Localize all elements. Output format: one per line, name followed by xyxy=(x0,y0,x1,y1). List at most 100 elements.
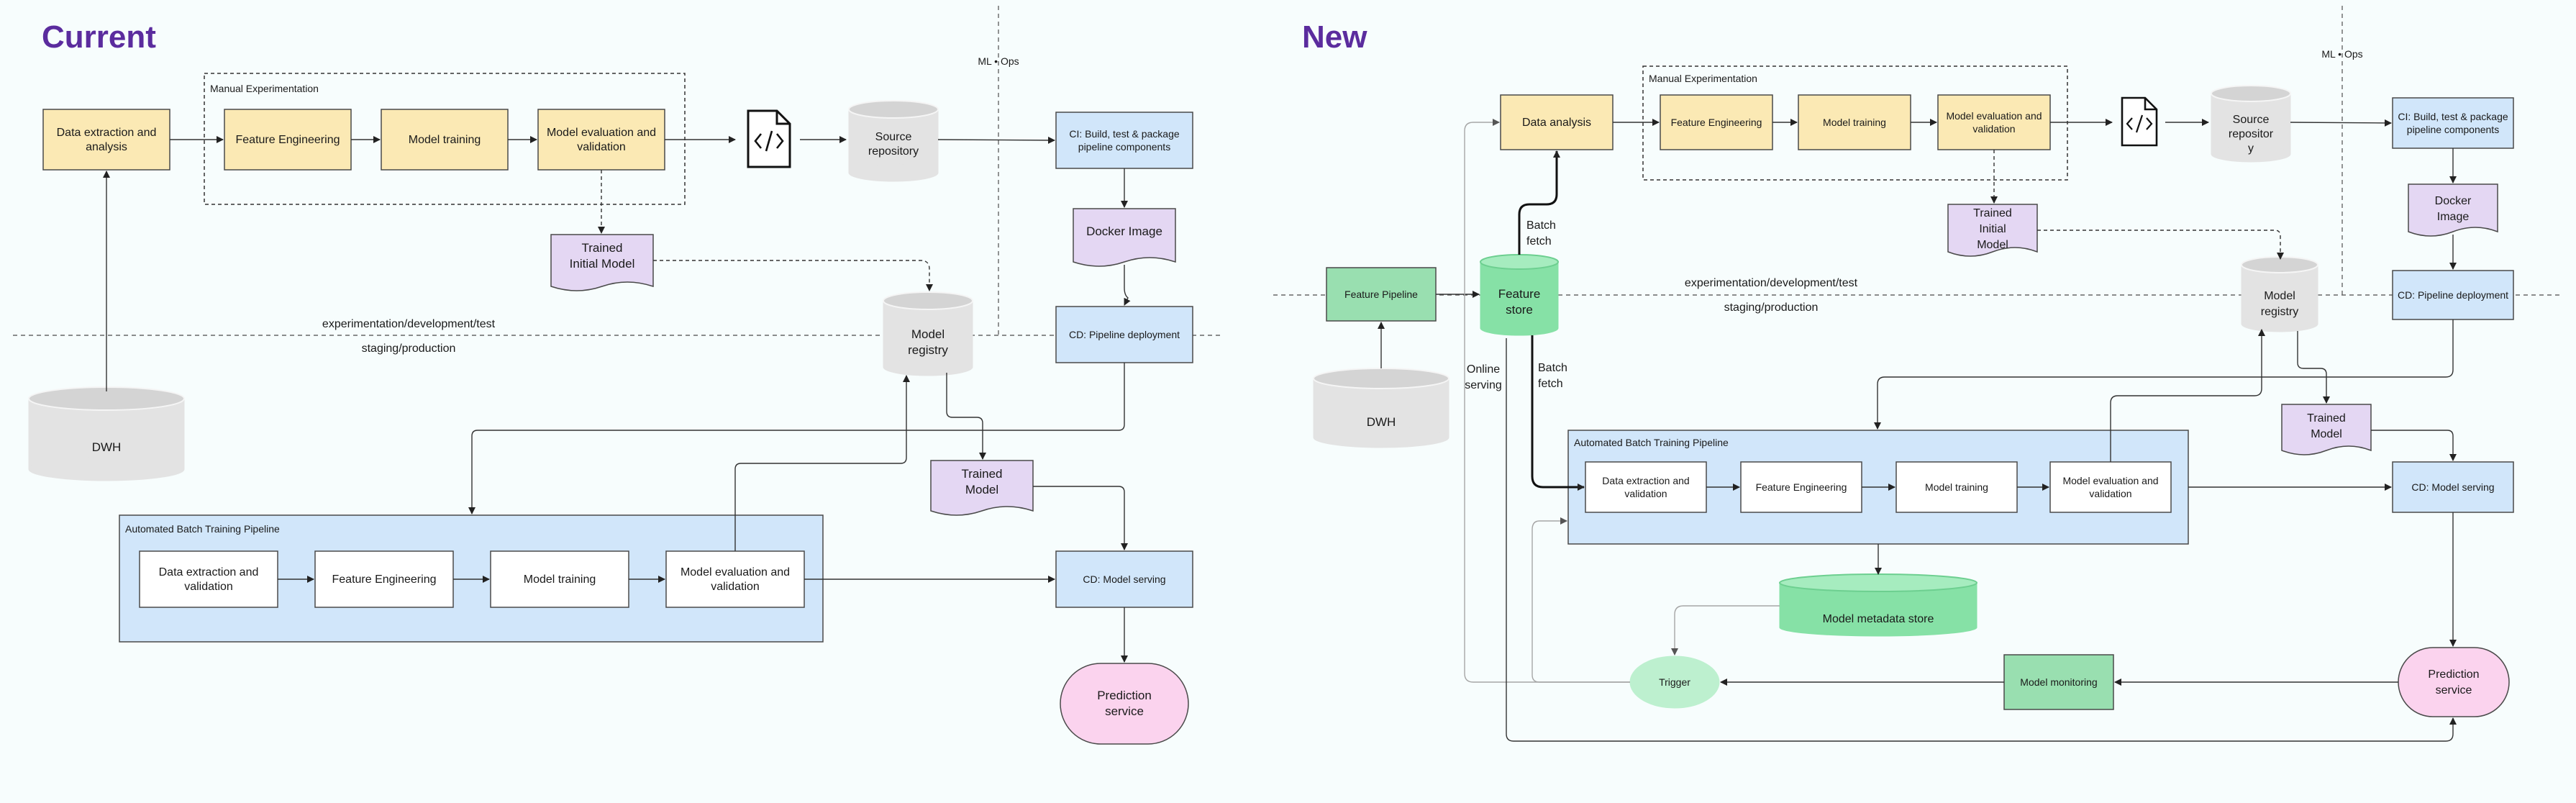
current-ci-build-node xyxy=(1055,112,1193,169)
current-cd-pipeline-node xyxy=(1055,306,1193,363)
new-prediction-service-node xyxy=(2398,647,2510,717)
current-batch-data-extraction-node xyxy=(139,550,278,608)
current-batch-feature-engineering-node xyxy=(314,550,454,608)
new-batch-feature-engineering-node xyxy=(1740,461,1862,513)
new-mlops-label: ML • Ops xyxy=(2321,48,2362,60)
current-data-extraction-node xyxy=(42,109,170,171)
new-dwh-cylinder xyxy=(1313,368,1449,448)
current-dwh-label: DWH xyxy=(92,440,122,454)
new-edges xyxy=(1378,119,2457,742)
new-source-code-icon xyxy=(2121,96,2158,147)
new-batch-model-training-node xyxy=(1895,461,2018,513)
new-model-monitoring-node xyxy=(2003,654,2114,710)
new-batch-feature-engineering-label: Feature Engineering xyxy=(1756,481,1847,493)
current-cd-serving-node xyxy=(1055,550,1193,608)
current-manual-experimentation-label: Manual Experimentation xyxy=(210,83,319,94)
new-ci-build-node xyxy=(2392,97,2514,149)
new-dwh-label: DWH xyxy=(1367,415,1396,429)
current-batch-model-evaluation-node xyxy=(665,550,805,608)
current-model-evaluation-node xyxy=(537,109,665,171)
new-docker-image-node xyxy=(2408,183,2498,237)
new-batch-data-extraction-node xyxy=(1585,461,1707,513)
new-manual-experimentation-frame xyxy=(1642,65,2068,181)
current-docker-image-label: Docker Image xyxy=(1086,224,1162,238)
current-feature-engineering-node xyxy=(224,109,352,171)
new-cd-pipeline-label: CD: Pipeline deployment xyxy=(2398,289,2508,301)
current-dwh-cylinder xyxy=(28,386,185,481)
current-separator-bottom-label: staging/production xyxy=(362,342,456,355)
current-source-code-icon xyxy=(747,109,791,168)
new-feature-pipeline-label: Feature Pipeline xyxy=(1344,289,1418,300)
new-batch-model-evaluation-node xyxy=(2049,461,2172,513)
current-prediction-service-node xyxy=(1060,663,1189,745)
current-batch-pipeline-label: Automated Batch Training Pipeline xyxy=(125,523,280,535)
new-manual-experimentation-label: Manual Experimentation xyxy=(1649,73,1757,84)
new-model-training-label: Model training xyxy=(1823,117,1886,128)
current-cd-serving-label: CD: Model serving xyxy=(1083,573,1165,585)
new-data-analysis-label: Data analysis xyxy=(1522,117,1591,129)
new-source-repository-cylinder xyxy=(2211,85,2291,163)
current-mlops-label: ML • Ops xyxy=(978,55,1019,67)
new-model-training-node xyxy=(1798,94,1911,150)
new-feature-pipeline-node xyxy=(1326,267,1437,322)
current-cd-pipeline-label: CD: Pipeline deployment xyxy=(1069,329,1180,340)
current-trained-model-node xyxy=(930,460,1034,516)
new-model-evaluation-node xyxy=(1937,94,2051,150)
current-trained-initial-model-node xyxy=(550,234,654,291)
current-panel-title: Current xyxy=(42,19,156,55)
new-feature-store-cylinder xyxy=(1480,254,1559,336)
current-model-training-label: Model training xyxy=(409,134,481,146)
current-feature-engineering-label: Feature Engineering xyxy=(236,134,340,146)
current-manual-experimentation-frame xyxy=(204,73,686,205)
new-batch-pipeline-label: Automated Batch Training Pipeline xyxy=(1574,437,1729,448)
current-model-registry-cylinder xyxy=(883,291,973,376)
current-batch-model-training-label: Model training xyxy=(524,573,596,586)
new-trigger-label: Trigger xyxy=(1659,676,1690,688)
new-metadata-store-cylinder xyxy=(1779,573,1977,637)
current-model-training-node xyxy=(381,109,509,171)
new-feature-engineering-label: Feature Engineering xyxy=(1671,117,1762,128)
new-panel-title: New xyxy=(1302,19,1367,55)
new-metadata-store-label: Model metadata store xyxy=(1823,613,1934,625)
current-batch-model-training-node xyxy=(490,550,629,608)
new-feature-engineering-node xyxy=(1660,94,1773,150)
new-cd-serving-node xyxy=(2392,461,2514,513)
new-model-monitoring-label: Model monitoring xyxy=(2020,676,2097,688)
new-trained-initial-model-node xyxy=(1947,204,2038,257)
current-source-repository-cylinder xyxy=(848,100,939,182)
new-trained-model-node xyxy=(2281,404,2372,455)
new-separator-bottom-label: staging/production xyxy=(1724,301,1819,314)
new-batch-model-training-label: Model training xyxy=(1925,481,1988,493)
new-separator-top-label: experimentation/development/test xyxy=(1685,277,1858,289)
current-separator-top-label: experimentation/development/test xyxy=(322,318,496,330)
current-edges xyxy=(103,136,1131,663)
current-docker-image-node xyxy=(1073,208,1176,267)
new-cd-serving-label: CD: Model serving xyxy=(2411,481,2494,493)
